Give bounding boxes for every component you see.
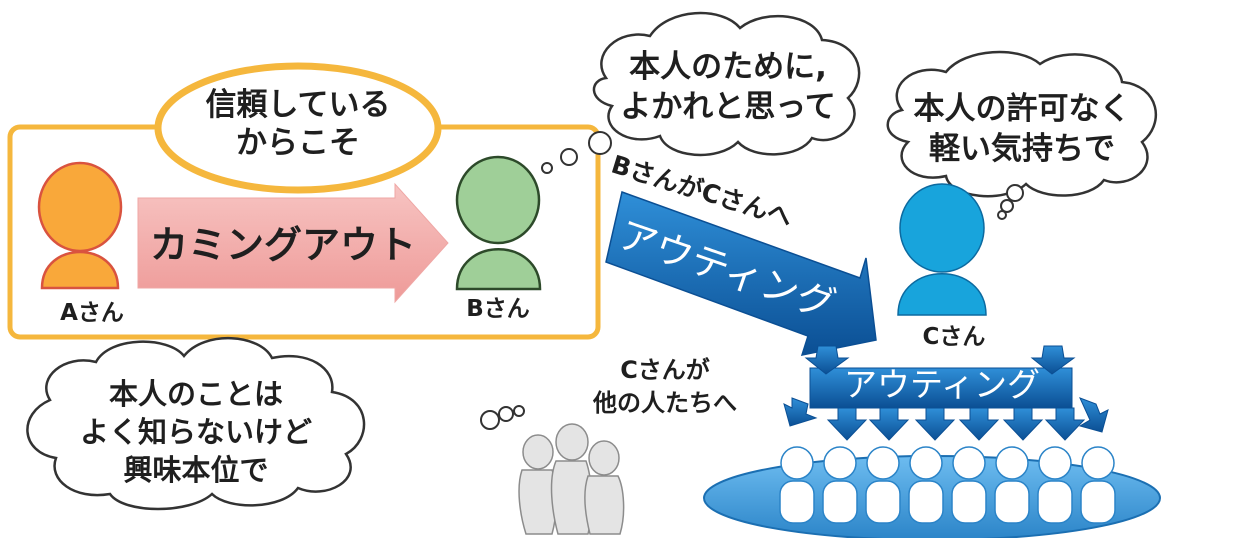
c-to-others-arrow-label: アウティング [843, 365, 1041, 404]
c-thought-cloud [886, 50, 1157, 198]
coming-out-label: カミングアウト [150, 223, 417, 267]
person-b-name: Bさん [466, 296, 530, 322]
person-c-name: Cさん [922, 324, 986, 350]
others-thought-line3: 興味本位で [123, 453, 269, 487]
person-a-name: Aさん [60, 300, 124, 326]
coming-out-arrow [137, 182, 449, 304]
others-thought-line2: よく知らないけど [79, 415, 313, 449]
trust-bubble [154, 62, 442, 194]
others-thought-line1: 本人のことは [108, 377, 284, 411]
b-thought-cloud [592, 11, 861, 157]
c-to-others-caption-line2: 他の人たちへ [593, 389, 737, 417]
person-c-icon [897, 183, 987, 316]
b-thought-trail [541, 131, 612, 174]
trust-bubble-line1: 信頼している [205, 87, 391, 123]
c-thought-trail [997, 184, 1024, 220]
b-to-c-outing-arrow [605, 191, 877, 356]
gossip-figures-icon [518, 423, 625, 535]
c-to-others-caption-line1: Cさんが [620, 356, 710, 384]
c-thought-line2: 軽い気持ちで [929, 131, 1115, 167]
spread-arrows [783, 345, 1109, 441]
others-thought-trail [480, 405, 525, 430]
others-thought-cloud [26, 336, 366, 511]
b-thought-line2: よかれと思って [620, 89, 836, 125]
person-b-icon [455, 155, 542, 291]
c-thought-line1: 本人の許可なく [913, 91, 1131, 127]
b-thought-line1: 本人のために, [629, 49, 827, 85]
trust-bubble-line2: からこそ [236, 125, 360, 161]
person-a-icon [37, 161, 123, 290]
crowd-people [779, 446, 1116, 524]
